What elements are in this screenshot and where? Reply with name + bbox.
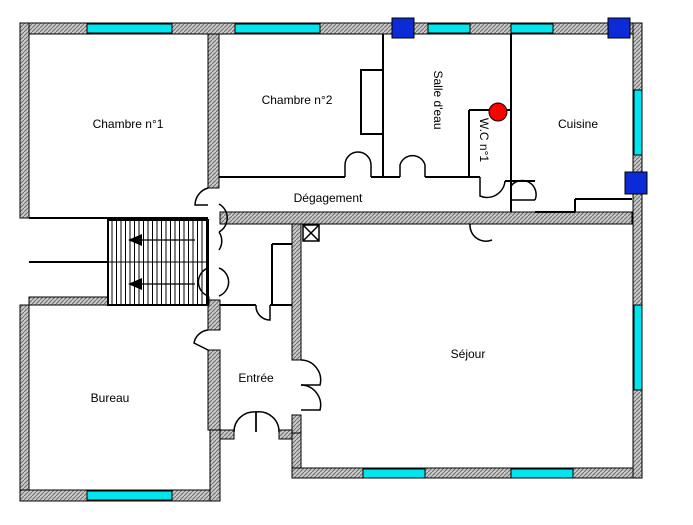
room-label-bureau: Bureau (91, 391, 130, 405)
room-label-cuisine: Cuisine (558, 117, 598, 131)
doors (193, 151, 537, 433)
room-label-wc: W.C n°1 (477, 118, 491, 162)
door-chambre2 (344, 151, 372, 177)
staircase (107, 219, 209, 306)
door-stair-top (218, 231, 223, 251)
door-entrance-a (233, 411, 257, 433)
stair-arrow-lower (128, 278, 195, 290)
door-entrance-b (255, 411, 280, 433)
column-marker (624, 171, 648, 195)
door-degagement-left (218, 203, 228, 233)
door-entree-top (255, 304, 271, 321)
door-bureau (193, 329, 209, 351)
room-label-entree: Entrée (238, 371, 274, 385)
closet (360, 69, 384, 135)
room-label-degagement: Dégagement (294, 191, 363, 205)
vent-duct (302, 224, 320, 242)
room-label-sejour: Séjour (451, 347, 486, 361)
door-cuisine-a (510, 179, 537, 201)
room-label-chambre1: Chambre n°1 (93, 117, 164, 131)
door-sejour-top (469, 223, 493, 242)
door-sejour-left-a (300, 359, 322, 386)
column-marker (607, 17, 631, 39)
door-stair-bottom (197, 267, 209, 297)
door-salle-eau (399, 154, 426, 177)
door-chambre1 (194, 187, 209, 206)
door-wc (479, 177, 506, 199)
windows (86, 23, 643, 501)
door-stair-bottom-b (218, 267, 230, 297)
room-label-chambre2: Chambre n°2 (262, 93, 333, 107)
red-marker-icon (488, 102, 508, 122)
room-label-salle-eau: Salle d'eau (431, 70, 445, 129)
columns (391, 17, 648, 195)
stair-arrow-upper (128, 234, 195, 246)
column-marker (391, 17, 415, 39)
door-sejour-left-b (300, 384, 322, 411)
